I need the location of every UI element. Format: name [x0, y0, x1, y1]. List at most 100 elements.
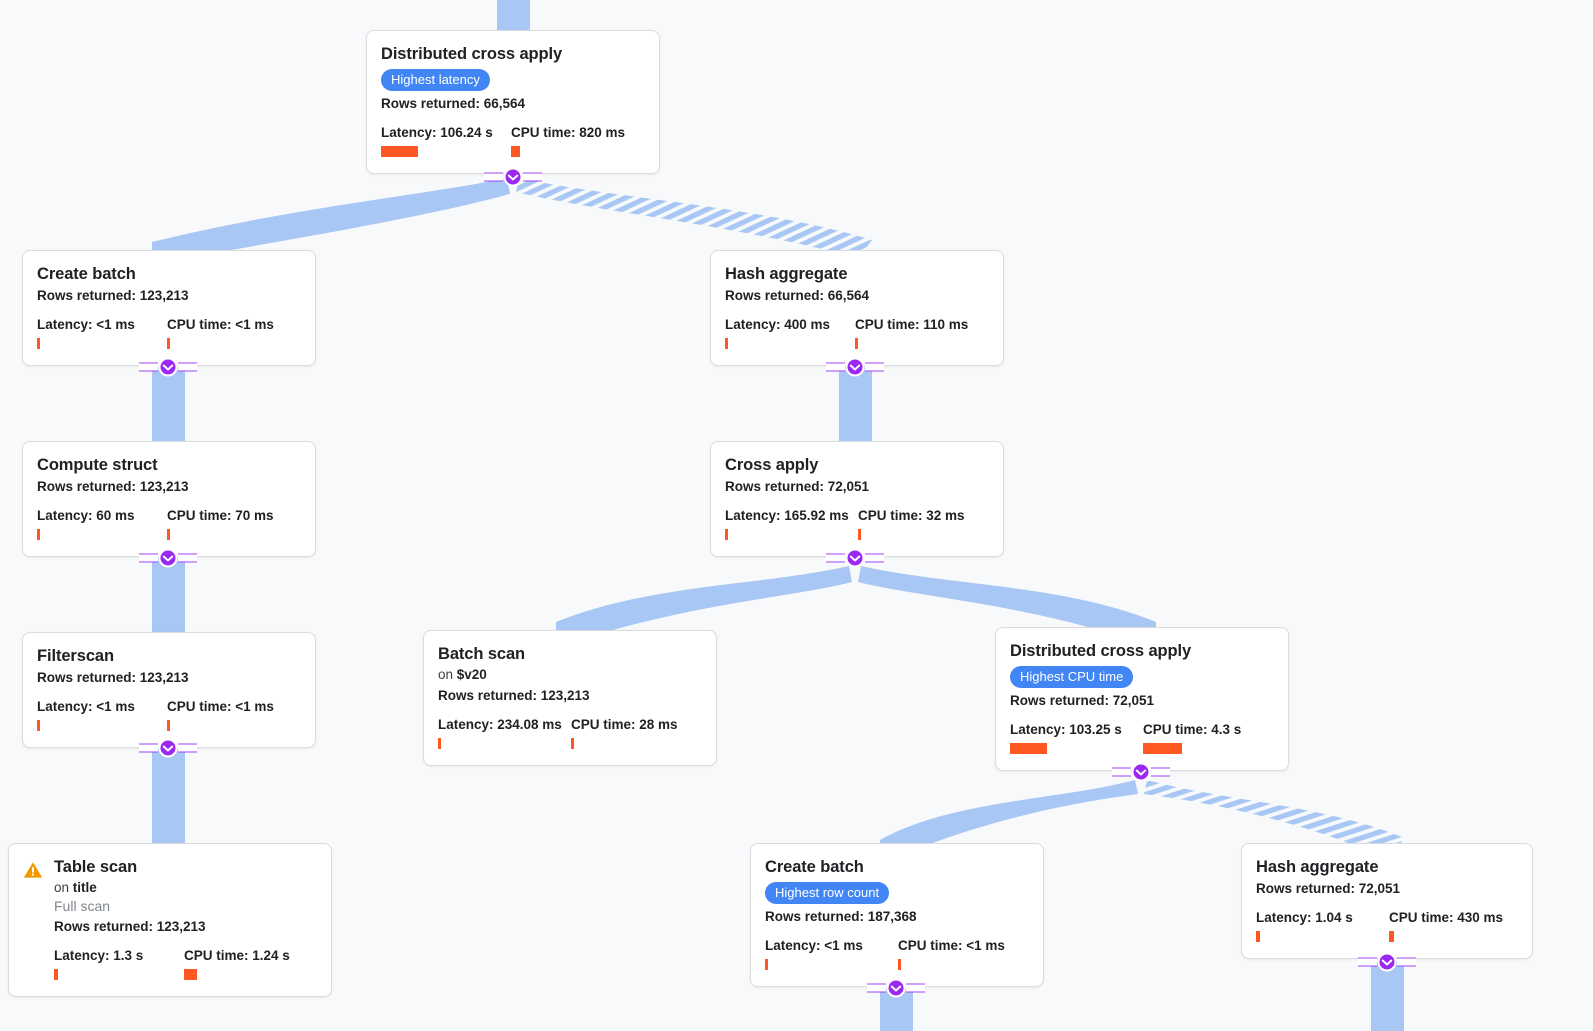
cpu-metric: CPU time: 28 ms	[571, 717, 678, 749]
connector-rule-right	[865, 553, 884, 563]
plan-node-cross-apply[interactable]: Cross apply Rows returned: 72,051 Latenc…	[710, 441, 1004, 557]
chevron-down-icon[interactable]	[158, 548, 178, 568]
node-title: Compute struct	[37, 456, 158, 474]
cpu-bar	[855, 338, 858, 349]
node-title: Distributed cross apply	[381, 45, 563, 63]
plan-node-batch-scan[interactable]: Batch scan on $v20 Rows returned: 123,21…	[423, 630, 717, 766]
latency-label: Latency: 1.04 s	[1256, 910, 1353, 925]
latency-bar	[1010, 743, 1047, 754]
cpu-label: CPU time: <1 ms	[167, 317, 274, 332]
cpu-metric: CPU time: 70 ms	[167, 508, 274, 540]
chevron-down-icon[interactable]	[1377, 952, 1397, 972]
latency-label: Latency: 1.3 s	[54, 948, 144, 963]
status-badge: Highest row count	[765, 882, 890, 904]
connector-rule-left	[484, 172, 503, 182]
cpu-metric: CPU time: 820 ms	[511, 125, 625, 157]
collapse-toggle-hash-aggregate-upper[interactable]	[826, 357, 884, 377]
latency-label: Latency: 165.92 ms	[725, 508, 849, 523]
cpu-label: CPU time: 820 ms	[511, 125, 626, 140]
warning-icon	[23, 861, 43, 879]
plan-node-table-scan[interactable]: Table scan on title Full scan Rows retur…	[8, 843, 332, 997]
cpu-bar	[1389, 931, 1394, 942]
cpu-label: CPU time: 4.3 s	[1143, 722, 1242, 737]
cpu-metric: CPU time: 32 ms	[858, 508, 965, 540]
latency-label: Latency: <1 ms	[765, 938, 863, 953]
collapse-toggle-cross-apply[interactable]	[826, 548, 884, 568]
rows-returned: Rows returned: 72,051	[1256, 881, 1401, 896]
cpu-metric: CPU time: 430 ms	[1389, 910, 1503, 942]
collapse-toggle-hash-aggregate-bottom[interactable]	[1358, 952, 1416, 972]
connector-rule-right	[1151, 767, 1170, 777]
connector-rule-right	[906, 983, 925, 993]
plan-node-filterscan[interactable]: Filterscan Rows returned: 123,213 Latenc…	[22, 632, 316, 748]
collapse-toggle-create-batch-bottom[interactable]	[867, 978, 925, 998]
collapse-toggle-compute-struct[interactable]	[139, 548, 197, 568]
rows-returned: Rows returned: 72,051	[725, 479, 870, 494]
cpu-metric: CPU time: <1 ms	[167, 699, 274, 731]
metrics-row: Latency: 60 ms CPU time: 70 ms	[37, 508, 301, 540]
chevron-down-icon[interactable]	[503, 167, 523, 187]
node-note: Full scan	[54, 898, 111, 914]
collapse-toggle-root[interactable]	[484, 167, 542, 187]
latency-bar	[725, 529, 728, 540]
cpu-bar	[511, 146, 520, 157]
latency-metric: Latency: 106.24 s	[381, 125, 511, 157]
subtitle-target: title	[72, 880, 97, 895]
chevron-down-icon[interactable]	[158, 738, 178, 758]
cpu-label: CPU time: 110 ms	[855, 317, 969, 332]
latency-bar	[37, 720, 40, 731]
connector-rule-right	[1397, 957, 1416, 967]
chevron-down-icon[interactable]	[886, 978, 906, 998]
node-subtitle: on $v20	[438, 666, 702, 684]
collapse-toggle-create-batch-left[interactable]	[139, 357, 197, 377]
rows-returned: Rows returned: 123,213	[54, 919, 206, 934]
collapse-toggle-distributed-cross-apply-lower[interactable]	[1112, 762, 1170, 782]
cpu-label: CPU time: 1.24 s	[184, 948, 290, 963]
chevron-down-icon[interactable]	[158, 357, 178, 377]
latency-label: Latency: 400 ms	[725, 317, 831, 332]
plan-node-distributed-cross-apply-root[interactable]: Distributed cross apply Highest latency …	[366, 30, 660, 174]
chevron-down-icon[interactable]	[845, 357, 865, 377]
status-badge: Highest latency	[381, 69, 490, 91]
node-title: Create batch	[765, 858, 864, 876]
latency-metric: Latency: 103.25 s	[1010, 722, 1143, 754]
latency-metric: Latency: <1 ms	[765, 938, 898, 970]
cpu-label: CPU time: 32 ms	[858, 508, 965, 523]
collapse-toggle-filterscan[interactable]	[139, 738, 197, 758]
plan-node-create-batch-left[interactable]: Create batch Rows returned: 123,213 Late…	[22, 250, 316, 366]
latency-bar	[54, 969, 58, 980]
latency-bar	[37, 338, 40, 349]
latency-bar	[37, 529, 40, 540]
plan-node-create-batch-bottom[interactable]: Create batch Highest row count Rows retu…	[750, 843, 1044, 987]
plan-node-compute-struct[interactable]: Compute struct Rows returned: 123,213 La…	[22, 441, 316, 557]
cpu-label: CPU time: <1 ms	[898, 938, 1005, 953]
chevron-down-icon[interactable]	[1131, 762, 1151, 782]
cpu-bar	[167, 720, 170, 731]
cpu-label: CPU time: <1 ms	[167, 699, 274, 714]
chevron-down-icon[interactable]	[845, 548, 865, 568]
rows-returned: Rows returned: 123,213	[438, 688, 590, 703]
latency-metric: Latency: 165.92 ms	[725, 508, 858, 540]
plan-node-hash-aggregate-bottom[interactable]: Hash aggregate Rows returned: 72,051 Lat…	[1241, 843, 1533, 959]
rows-returned: Rows returned: 123,213	[37, 670, 189, 685]
metrics-row: Latency: 234.08 ms CPU time: 28 ms	[438, 717, 702, 749]
latency-bar	[1256, 931, 1260, 942]
status-badge: Highest CPU time	[1010, 666, 1134, 688]
metrics-row: Latency: <1 ms CPU time: <1 ms	[765, 938, 1029, 970]
metrics-row: Latency: <1 ms CPU time: <1 ms	[37, 317, 301, 349]
node-title: Cross apply	[725, 456, 819, 474]
plan-node-distributed-cross-apply-lower[interactable]: Distributed cross apply Highest CPU time…	[995, 627, 1289, 771]
cpu-bar	[167, 338, 170, 349]
cpu-metric: CPU time: <1 ms	[898, 938, 1005, 970]
cpu-bar	[1143, 743, 1182, 754]
plan-node-hash-aggregate-upper[interactable]: Hash aggregate Rows returned: 66,564 Lat…	[710, 250, 1004, 366]
node-title: Distributed cross apply	[1010, 642, 1192, 660]
latency-metric: Latency: 60 ms	[37, 508, 167, 540]
metrics-row: Latency: 1.3 s CPU time: 1.24 s	[54, 948, 317, 980]
connector-rule-left	[1358, 957, 1377, 967]
latency-label: Latency: <1 ms	[37, 317, 135, 332]
connector-rule-left	[139, 553, 158, 563]
cpu-metric: CPU time: 110 ms	[855, 317, 968, 349]
